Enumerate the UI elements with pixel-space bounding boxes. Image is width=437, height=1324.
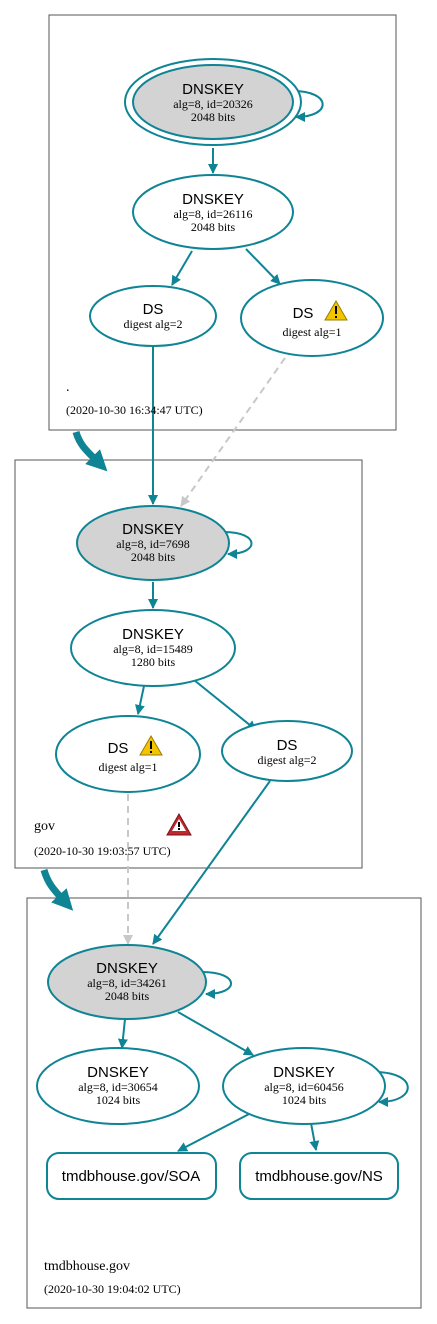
node-bits: 1024 bits <box>282 1093 327 1107</box>
node-root-zsk[interactable]: DNSKEY alg=8, id=26116 2048 bits <box>132 174 294 250</box>
edge-tm-ksk-key2 <box>117 1018 128 1049</box>
zone-timestamp-root: (2020-10-30 16:34:47 UTC) <box>66 403 203 417</box>
warning-icon <box>324 300 348 321</box>
rrset-label: tmdbhouse.gov/NS <box>255 1168 383 1185</box>
node-detail: alg=8, id=20326 <box>173 97 253 111</box>
edge-gov-ds2-tm-ksk <box>152 780 271 945</box>
node-detail: digest alg=1 <box>282 325 341 339</box>
node-label: DNSKEY <box>96 960 158 977</box>
zone-name-root: . <box>66 380 70 395</box>
delegation-arrow-gov-tmdbhouse <box>40 868 74 911</box>
zone-name-tmdbhouse: tmdbhouse.gov <box>44 1259 130 1274</box>
node-label: DNSKEY <box>87 1064 149 1081</box>
node-bits: 1024 bits <box>96 1093 141 1107</box>
node-detail: alg=8, id=30654 <box>78 1080 158 1094</box>
node-tm-key3[interactable]: DNSKEY alg=8, id=60456 1024 bits <box>222 1047 386 1125</box>
node-gov-zsk[interactable]: DNSKEY alg=8, id=15489 1280 bits <box>70 609 236 687</box>
node-gov-ds1[interactable]: DS digest alg=1 <box>55 715 201 793</box>
edge-root-zsk-ds2 <box>245 248 281 285</box>
self-loop-gov-ksk <box>223 531 253 559</box>
delegation-arrow-root-gov <box>72 430 108 472</box>
node-detail: alg=8, id=34261 <box>87 976 167 990</box>
node-bits: 2048 bits <box>131 550 176 564</box>
warning-icon <box>139 735 163 756</box>
self-loop-tm-ksk <box>201 971 232 999</box>
error-icon <box>166 812 192 836</box>
node-detail: alg=8, id=15489 <box>113 642 193 656</box>
node-label: DS <box>108 740 129 757</box>
edge-tm-key3-ns <box>309 1122 320 1151</box>
node-tm-soa[interactable]: tmdbhouse.gov/SOA <box>46 1152 217 1200</box>
edge-tm-key3-soa <box>177 1112 252 1152</box>
zone-timestamp-tmdbhouse: (2020-10-30 19:04:02 UTC) <box>44 1282 181 1296</box>
node-detail: alg=8, id=60456 <box>264 1080 344 1094</box>
node-label: DS <box>143 301 164 318</box>
self-loop-root-ksk <box>292 90 324 122</box>
edge-tm-ksk-key3 <box>177 1011 254 1056</box>
node-label: DS <box>277 737 298 754</box>
node-bits: 1280 bits <box>131 655 176 669</box>
node-root-ksk[interactable]: DNSKEY alg=8, id=20326 2048 bits <box>124 58 302 146</box>
node-detail: digest alg=2 <box>257 753 316 767</box>
zone-name-gov: gov <box>34 819 55 834</box>
node-detail: digest alg=2 <box>123 317 182 331</box>
node-gov-ksk[interactable]: DNSKEY alg=8, id=7698 2048 bits <box>76 505 230 581</box>
edge-gov-zsk-ds1 <box>134 685 145 715</box>
node-detail: alg=8, id=7698 <box>116 537 190 551</box>
edge-gov-zsk-ds2 <box>193 679 257 731</box>
node-label: DS <box>293 305 314 322</box>
edge-root-zsk-ds1 <box>171 250 193 286</box>
node-root-ds1[interactable]: DS digest alg=2 <box>89 285 217 347</box>
node-gov-ds2[interactable]: DS digest alg=2 <box>221 720 353 782</box>
node-label: DNSKEY <box>122 626 184 643</box>
node-tm-key2[interactable]: DNSKEY alg=8, id=30654 1024 bits <box>36 1047 200 1125</box>
node-label: DNSKEY <box>182 81 244 98</box>
self-loop-tm-key3 <box>374 1071 409 1107</box>
node-detail: digest alg=1 <box>98 760 157 774</box>
node-root-ds2[interactable]: DS digest alg=1 <box>240 279 384 357</box>
edge-root-ds2-gov-ksk <box>180 357 286 507</box>
node-bits: 2048 bits <box>191 220 236 234</box>
node-tm-ns[interactable]: tmdbhouse.gov/NS <box>239 1152 399 1200</box>
node-tm-ksk[interactable]: DNSKEY alg=8, id=34261 2048 bits <box>47 944 207 1020</box>
node-label: DNSKEY <box>182 191 244 208</box>
node-bits: 2048 bits <box>105 989 150 1003</box>
rrset-label: tmdbhouse.gov/SOA <box>62 1168 200 1185</box>
zone-timestamp-gov: (2020-10-30 19:03:57 UTC) <box>34 844 171 858</box>
node-detail: alg=8, id=26116 <box>173 207 252 221</box>
node-label: DNSKEY <box>122 521 184 538</box>
node-label: DNSKEY <box>273 1064 335 1081</box>
node-bits: 2048 bits <box>191 110 236 124</box>
